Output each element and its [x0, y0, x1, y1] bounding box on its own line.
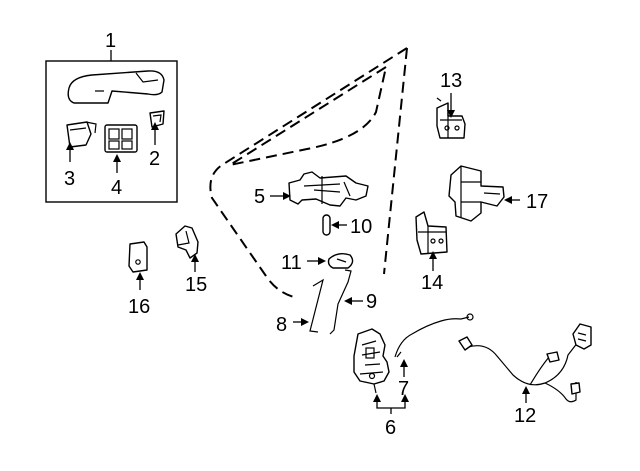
door-check: [448, 165, 505, 222]
callout-3: 3: [64, 168, 75, 190]
door-outline: [209, 47, 408, 299]
upper-hinge: [436, 97, 466, 139]
striker: [175, 225, 199, 259]
callout-7: 7: [398, 378, 409, 400]
wiring-harness: [458, 323, 592, 403]
callout-12: 12: [514, 405, 536, 427]
callout-2: 2: [149, 148, 160, 170]
callout-8: 8: [276, 314, 287, 336]
callout-15: 15: [185, 274, 207, 296]
remote-control-cable: [394, 313, 474, 358]
bumper: [327, 252, 354, 269]
handle-cap: [66, 121, 97, 148]
leader-lines: [66, 93, 530, 414]
handle-kit-box: [45, 50, 178, 203]
callout-9: 9: [366, 291, 377, 313]
outside-handle: [67, 70, 165, 104]
door-pin: [322, 214, 331, 236]
callout-11: 11: [281, 252, 302, 274]
callout-4: 4: [111, 177, 122, 199]
handle-gasket: [104, 124, 138, 153]
striker-plate: [128, 241, 148, 273]
callout-17: 17: [526, 191, 548, 213]
handle-bracket: [288, 171, 369, 207]
lock-cylinder-cover: [149, 110, 165, 128]
callout-6: 6: [385, 417, 396, 439]
callout-1: 1: [105, 30, 116, 52]
lock-actuator: [353, 328, 390, 394]
lock-rod-inner: [329, 269, 352, 335]
lower-hinge: [415, 211, 448, 255]
lock-rod-outer: [309, 278, 324, 333]
callout-5: 5: [254, 186, 265, 208]
callout-16: 16: [128, 296, 150, 318]
callout-13: 13: [440, 70, 462, 92]
callout-labels: 1 2 3 4 5 6 7 8 9 10 11 12 13 14 15 16 1…: [64, 30, 548, 439]
callout-10: 10: [350, 216, 372, 238]
callout-14: 14: [421, 272, 443, 294]
